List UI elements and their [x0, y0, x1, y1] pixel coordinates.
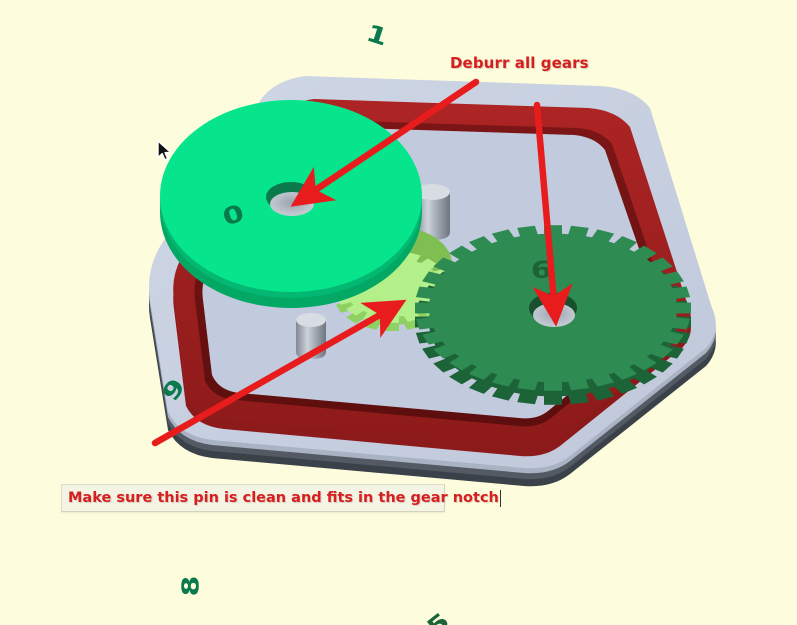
arrow-to-dial-center[interactable]: [290, 78, 480, 207]
alignment-pin: [414, 184, 450, 240]
text-caret: [499, 489, 501, 507]
annotation-textbox-value: Make sure this pin is clean and fits in …: [68, 490, 499, 506]
annotation-arrows[interactable]: [151, 78, 573, 447]
engraved-number: 6: [530, 257, 552, 285]
engraved-number: 8: [178, 576, 205, 597]
dial-hole: [270, 192, 314, 216]
annotation-textbox-pin-note[interactable]: Make sure this pin is clean and fits in …: [61, 484, 501, 512]
annotation-label-deburr[interactable]: Deburr all gears: [450, 54, 589, 72]
engraved-number: 1: [363, 20, 391, 52]
drive-gear-hole: [533, 303, 575, 327]
arrow-to-pin[interactable]: [151, 299, 407, 447]
arrow-to-gear-center[interactable]: [532, 101, 573, 327]
engraved-number: 5: [422, 608, 455, 625]
